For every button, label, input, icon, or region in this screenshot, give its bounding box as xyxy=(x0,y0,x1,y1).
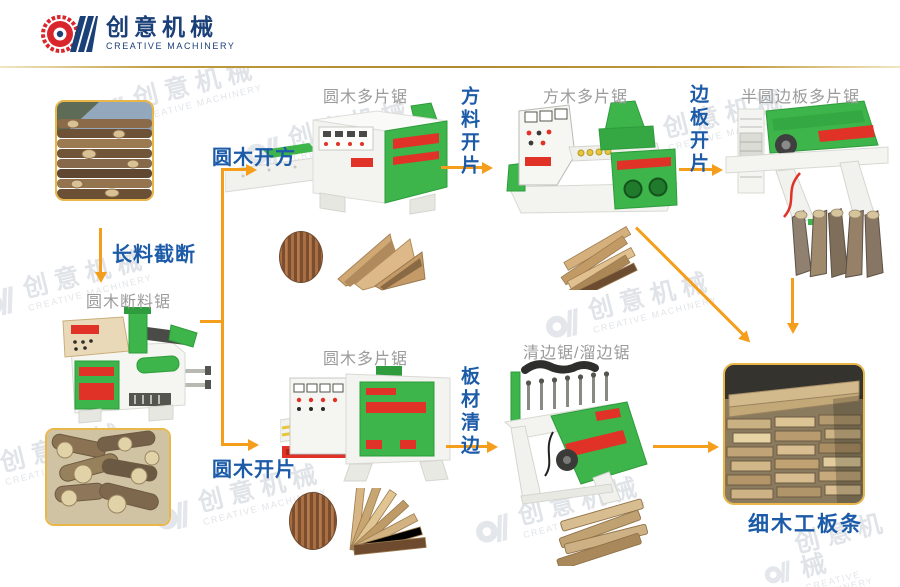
machine-label-edging-saw: 清边锯/溜边锯 xyxy=(523,345,631,362)
log-multi-rip-saw-top-illustration xyxy=(224,98,455,223)
wedge-boards-product xyxy=(330,224,426,297)
arrow-right-log-squaring xyxy=(221,168,247,171)
machine-label-log-multi-rip-saw-bottom: 圆木多片锯 xyxy=(323,351,409,368)
board-fan-product xyxy=(336,479,428,565)
machine-label-log-multi-rip-saw-top: 圆木多片锯 xyxy=(323,89,409,106)
process-label-log-slicing: 圆木开片 xyxy=(212,459,296,481)
flow-trunk-line xyxy=(221,170,224,446)
cut-logs-photo xyxy=(45,428,171,526)
process-label-cut-long-logs: 长料截断 xyxy=(112,244,196,266)
arrow-right-log-slicing xyxy=(221,443,249,446)
arrow-right-to-final-product xyxy=(653,445,709,448)
process-label-log-squaring: 圆木开方 xyxy=(212,147,296,169)
log-disc-product xyxy=(278,231,324,288)
arrow-down-cut-to-length xyxy=(99,228,102,273)
process-label-board-edging: 板材清边 xyxy=(458,366,479,458)
edging-saw-illustration xyxy=(495,356,653,513)
sliced-boards-product xyxy=(553,218,643,303)
log-cutoff-saw-illustration xyxy=(45,305,213,432)
arrow-right-board-edging xyxy=(446,445,488,448)
header: 创意机械 CREATIVE MACHINERY xyxy=(0,0,900,66)
arrow-diagonal-to-final-product xyxy=(634,226,745,337)
machine-label-square-wood-multi-rip-saw: 方木多片锯 xyxy=(543,89,629,106)
flow-branch-line xyxy=(200,320,222,323)
arrow-down-slabs-to-final xyxy=(791,278,794,324)
log-multi-rip-saw-bottom-illustration xyxy=(279,362,462,487)
final-product-label: 细木工板条 xyxy=(748,513,863,536)
saw-blade-logo-icon xyxy=(41,15,98,53)
square-wood-multi-rip-saw-illustration xyxy=(495,95,690,228)
raw-logs-photo xyxy=(55,100,154,201)
edged-boards-product xyxy=(556,490,648,571)
arrow-right-square-slicing xyxy=(441,166,483,169)
header-divider xyxy=(0,66,900,68)
brand-name-en: CREATIVE MACHINERY xyxy=(106,40,236,51)
company-logo: 创意机械 CREATIVE MACHINERY xyxy=(40,10,235,56)
process-label-square-slicing: 方料开片 xyxy=(458,86,479,178)
half-round-slabs-product xyxy=(788,205,894,286)
process-label-edge-board-slicing: 边板开片 xyxy=(687,84,708,176)
final-lumber-photo xyxy=(723,363,865,505)
arrow-right-edge-board-slicing xyxy=(679,168,713,171)
half-round-edge-board-saw-illustration xyxy=(722,95,892,232)
machine-label-half-round-edge-board-saw: 半圆边板多片锯 xyxy=(741,89,861,106)
log-disc-product-2 xyxy=(288,491,338,556)
brand-name-cn: 创意机械 xyxy=(106,13,218,40)
machine-label-log-cutoff-saw: 圆木断料锯 xyxy=(86,294,172,311)
